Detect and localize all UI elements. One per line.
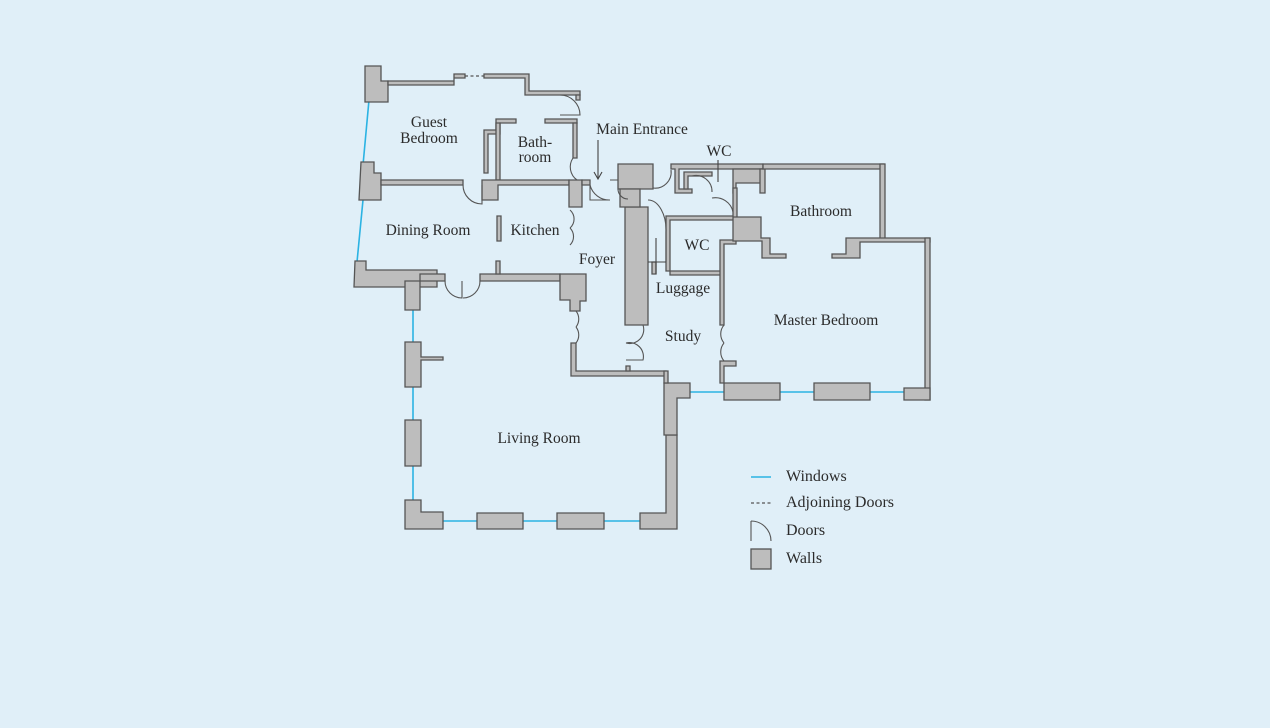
wall-bath-north-right [544,118,578,124]
wall-kitchen-divider [496,215,502,242]
door-luggage[interactable] [647,199,667,262]
wall-kitchen-south [479,273,561,282]
wall-entrance-stub [581,179,591,186]
wall-study-west [625,365,631,372]
wall-guest-east-upper [575,94,581,101]
wall-luggage-east [651,261,657,275]
legend: Windows Adjoining Doors Doors Walls [750,468,894,570]
label-luggage: Luggage [656,280,710,297]
wall-living-pier-2 [404,419,422,467]
door-wc-inner[interactable] [691,174,713,193]
door-guest-east[interactable] [559,94,581,116]
wall-bathroom-pier-se [831,237,931,259]
wall-living-pier-3 [476,512,524,530]
label-main-entrance: Main Entrance [596,121,688,138]
wall-living-corner-sw [404,499,444,530]
wall-living-corner-nw [404,280,421,311]
wall-foyer-west-lower [570,342,667,377]
main-entrance-arrow [593,140,603,181]
wall-bath-west [495,122,501,181]
wall-guest-north [387,73,466,86]
label-foyer: Foyer [579,251,616,268]
wall-wc-mid-north [665,187,738,272]
door-living-1[interactable] [575,310,580,328]
label-guest-bedroom-1: Guest [411,114,448,131]
wall-wc-mid-south [669,270,723,276]
wall-bathroom-pier-sw [732,216,787,259]
label-kitchen: Kitchen [510,222,559,239]
wall-living-corner-se [639,434,678,530]
wall-guest-corner-sw [358,161,382,201]
door-kitchen-east-2[interactable] [569,227,575,246]
door-master-1[interactable] [720,324,725,344]
door-bath[interactable] [569,157,578,181]
door-main-entrance[interactable] [589,184,611,201]
wall-luggage-west [624,206,649,326]
door-guest-south[interactable] [462,184,483,205]
wall-foyer-west-upper [568,179,583,208]
label-living-room: Living Room [497,430,580,447]
label-dining-room: Dining Room [386,222,471,239]
windows-layer [356,99,904,522]
wall-bathroom-east [879,163,886,241]
wall-wc-mid-east [719,239,737,326]
door-master-2[interactable] [720,342,725,362]
door-wc-top[interactable] [652,169,672,189]
wall-bathroom-north [762,163,885,170]
door-dining-1[interactable] [444,280,463,299]
label-master-bedroom: Master Bedroom [774,312,879,329]
window-west-upper [362,99,370,166]
door-dining-2[interactable] [462,280,481,299]
wall-entrance-pier [617,163,654,190]
legend-doors-label: Doors [786,522,825,539]
wall-living-pier-1 [404,341,444,388]
wall-guest-north-east [483,73,581,96]
wall-study-entry [663,370,669,384]
label-bathroom-small-2: room [519,149,552,166]
wall-kitchen-stub [495,260,501,275]
label-bathroom-small-1: Bath- [518,134,552,151]
wall-bath-south [481,179,570,201]
legend-walls-swatch [750,548,772,570]
wall-luggage-north [619,188,641,208]
wall-dining-south [419,273,446,282]
legend-adjoining-doors-label: Adjoining Doors [786,494,894,511]
room-labels: Guest Bedroom Bath- room Main Entrance W… [386,114,879,447]
door-kitchen-east-1[interactable] [569,209,575,229]
wall-guest-south [380,179,464,186]
door-living-2[interactable] [575,326,580,344]
door-study-1[interactable] [625,324,645,345]
door-study-2[interactable] [625,342,644,361]
walls-layer [353,65,931,530]
wall-guest-corner-nw [364,65,389,103]
doors-layer[interactable] [444,94,734,362]
legend-walls-label: Walls [786,550,822,567]
label-guest-bedroom-2: Bedroom [400,130,458,147]
label-wc-top: WC [707,143,732,160]
wall-wc-top-stub [759,168,766,194]
label-wc-mid: WC [685,237,710,254]
window-west-lower [356,199,364,263]
wall-master-pier-2 [813,382,871,401]
wall-bath-east [572,122,578,159]
door-wc-mid[interactable] [711,197,734,213]
wall-master-pier-1 [723,382,781,401]
wall-living-pier-4 [556,512,605,530]
wall-living-east [663,382,691,436]
wall-master-east [924,237,931,401]
legend-windows-label: Windows [786,468,847,485]
wall-master-west-lower [719,360,737,384]
wall-master-corner-se [903,387,931,401]
wall-foyer-corner [559,273,587,312]
label-study: Study [665,328,701,345]
legend-doors-swatch [750,520,772,542]
label-bathroom: Bathroom [790,203,852,220]
door-entrance-pier[interactable] [610,179,629,200]
